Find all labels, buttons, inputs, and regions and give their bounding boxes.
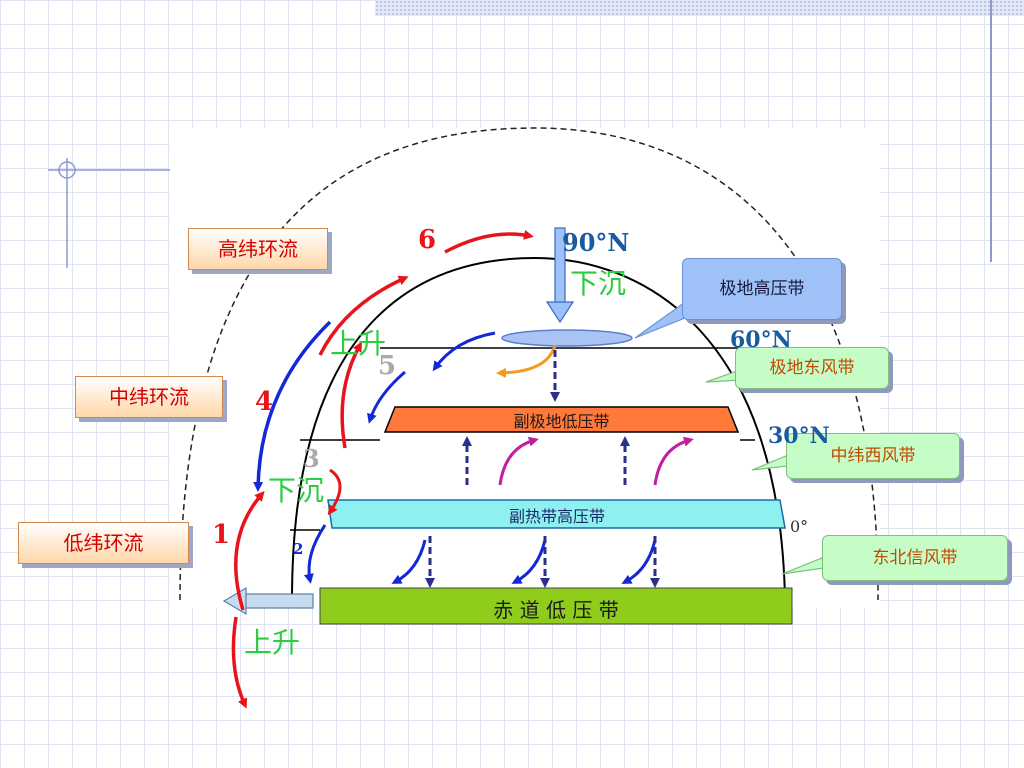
- blue-arrow-trade-2: [511, 539, 547, 584]
- red-arrow-inner: [327, 468, 342, 516]
- equatorial-low-belt: [319, 587, 793, 625]
- subpolar-low-belt: [383, 406, 740, 433]
- latitude-30n-label: 30°N: [768, 423, 830, 449]
- red-arrow-6: [444, 229, 534, 254]
- rising-label-mid: 上升: [330, 327, 387, 360]
- red-arrow-bottom: [231, 616, 248, 709]
- cell-number-2: 2: [293, 540, 304, 558]
- red-arrow-low: [234, 490, 265, 611]
- callout-pointer-westerlies: [751, 455, 789, 471]
- callout-pointer-trades: [781, 557, 825, 575]
- right-decor-line: [990, 0, 992, 262]
- blue-arrow-5: [367, 370, 406, 424]
- red-arrow-mid: [340, 341, 362, 449]
- purple-arrow-1: [498, 436, 539, 486]
- cell-number-4: 4: [255, 387, 274, 417]
- polar-easterlies-callout: 极地东风带: [735, 347, 889, 389]
- blue-arrow-trade-1: [391, 539, 427, 584]
- sinking-label-mid: 下沉: [268, 474, 325, 507]
- red-arrow-upper: [318, 275, 409, 356]
- polar-high-callout: 极地高压带: [682, 258, 842, 320]
- westerlies-callout: 中纬西风带: [786, 433, 960, 479]
- rising-label-bottom: 上升: [244, 626, 301, 659]
- sinking-label-top: 下沉: [570, 267, 627, 300]
- blue-arrow-trade-3: [621, 539, 657, 584]
- atmosphere-outline: [179, 127, 879, 601]
- vertical-airflow-arrows: [425, 350, 660, 588]
- blue-arrow-2: [303, 524, 327, 584]
- ne-trades-callout: 东北信风带: [822, 535, 1008, 581]
- earth-hemisphere: [291, 256, 786, 601]
- blue-arrow-4: [253, 320, 332, 492]
- subtropical-high-belt: [327, 499, 786, 529]
- high-latitude-cell-label: 高纬环流: [188, 228, 328, 270]
- cell-number-3: 3: [303, 444, 320, 473]
- subtropical-high-label: 副热带高压带: [508, 507, 605, 526]
- mid-latitude-cell-label: 中纬环流: [75, 376, 223, 418]
- sinking-arrow-90n: [545, 227, 575, 324]
- cell-number-1: 1: [212, 520, 231, 550]
- latitude-90n-label: 90°N: [562, 228, 630, 257]
- subpolar-low-label: 副极地低压带: [513, 412, 610, 431]
- low-latitude-cell-label: 低纬环流: [18, 522, 189, 564]
- latitude-0-label: 0°: [790, 517, 809, 536]
- blue-arrow-upper: [432, 331, 496, 372]
- equatorial-low-label: 赤 道 低 压 带: [493, 598, 619, 622]
- cell-number-6: 6: [418, 225, 437, 255]
- top-decor-band: [375, 0, 1024, 16]
- corner-crosshair: [48, 158, 170, 268]
- cell-number-5: 5: [378, 351, 397, 381]
- purple-arrow-2: [653, 436, 694, 486]
- latitude-60n-label: 60°N: [730, 327, 792, 353]
- polar-high-ellipse: [501, 329, 633, 347]
- orange-easterly-arrow: [496, 344, 557, 378]
